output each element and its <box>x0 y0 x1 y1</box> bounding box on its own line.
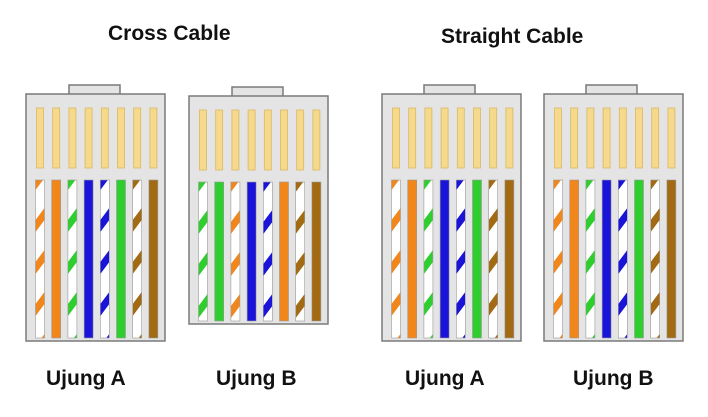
wire-outline-4 <box>246 181 257 322</box>
rj45-connector-4 <box>543 84 684 342</box>
wire-outline-2 <box>214 181 224 322</box>
brown-wire-8 <box>148 180 158 338</box>
blue-wire-4 <box>602 180 612 338</box>
blue-wire-4 <box>440 180 450 338</box>
wire-outline-2 <box>51 179 62 339</box>
connector-body <box>25 93 166 342</box>
green-wire-6 <box>472 180 482 338</box>
green-wire-2 <box>214 182 224 321</box>
orange-wire-2 <box>51 180 61 338</box>
wire-outline-7 <box>650 179 661 339</box>
green-wire-6 <box>116 180 126 338</box>
wire-outline-4 <box>439 179 450 339</box>
gold-pin-4 <box>602 107 611 169</box>
straight-ujung-b-label: Ujung B <box>573 367 654 390</box>
wire-outline-1 <box>391 179 401 339</box>
wire-outline-6 <box>472 179 482 339</box>
connector-body <box>188 95 329 325</box>
straight-cable-title: Straight Cable <box>441 25 584 48</box>
wire-outline-8 <box>504 179 515 339</box>
gold-pin-6 <box>635 107 643 169</box>
gold-pin-4 <box>247 109 256 171</box>
gold-pin-7 <box>296 109 305 171</box>
wire-outline-5 <box>262 181 273 322</box>
wire-outline-1 <box>553 179 563 339</box>
gold-pin-2 <box>52 107 61 169</box>
gold-pin-6 <box>117 107 125 169</box>
gold-pin-3 <box>424 107 433 169</box>
orange-wire-6 <box>279 182 289 321</box>
wire-outline-7 <box>132 179 142 339</box>
wire-outline-5 <box>617 179 628 339</box>
gold-pin-8 <box>505 107 514 169</box>
gold-pin-1 <box>392 107 400 169</box>
cross-ujung-a-label: Ujung A <box>46 367 126 390</box>
wire-outline-5 <box>455 179 466 339</box>
gold-pin-7 <box>651 107 660 169</box>
connector-body <box>381 93 522 342</box>
wire-outline-1 <box>198 181 208 322</box>
orange-wire-2 <box>407 180 417 338</box>
brown-wire-8 <box>504 180 514 338</box>
brown-wire-8 <box>311 182 321 321</box>
wire-outline-8 <box>148 179 159 339</box>
wire-outline-7 <box>488 179 499 339</box>
gold-pin-1 <box>36 107 44 169</box>
brown-wire-8 <box>666 180 676 338</box>
gold-pin-8 <box>149 107 158 169</box>
gold-pin-5 <box>456 107 465 169</box>
gold-pin-7 <box>489 107 498 169</box>
wire-outline-6 <box>116 179 126 339</box>
gold-pin-6 <box>473 107 481 169</box>
gold-pin-5 <box>263 109 272 171</box>
gold-pin-2 <box>570 107 579 169</box>
cross-cable-title: Cross Cable <box>108 22 231 45</box>
wire-outline-8 <box>666 179 677 339</box>
wire-outline-2 <box>407 179 418 339</box>
connector-body <box>543 93 684 342</box>
rj45-connector-1 <box>25 84 166 342</box>
gold-pin-2 <box>215 109 224 171</box>
gold-pin-1 <box>554 107 562 169</box>
wire-outline-3 <box>67 179 78 339</box>
wire-outline-4 <box>83 179 94 339</box>
gold-pin-4 <box>440 107 449 169</box>
orange-wire-2 <box>569 180 579 338</box>
gold-pin-2 <box>408 107 417 169</box>
gold-pin-5 <box>618 107 627 169</box>
gold-pin-6 <box>280 109 288 171</box>
gold-pin-3 <box>586 107 595 169</box>
wire-outline-3 <box>423 179 434 339</box>
gold-pin-8 <box>667 107 676 169</box>
wire-outline-3 <box>230 181 241 322</box>
gold-pin-7 <box>133 107 142 169</box>
straight-ujung-a-label: Ujung A <box>405 367 485 390</box>
gold-pin-1 <box>199 109 207 171</box>
wire-outline-1 <box>35 179 45 339</box>
wire-outline-2 <box>569 179 580 339</box>
blue-wire-4 <box>247 182 257 321</box>
wire-outline-4 <box>601 179 612 339</box>
wire-outline-5 <box>100 179 110 339</box>
gold-pin-5 <box>100 107 109 169</box>
blue-wire-4 <box>84 180 94 338</box>
rj45-connector-2 <box>188 86 329 325</box>
rj45-connector-3 <box>381 84 522 342</box>
green-wire-6 <box>634 180 644 338</box>
wire-outline-3 <box>585 179 596 339</box>
wire-outline-7 <box>295 181 306 322</box>
gold-pin-3 <box>68 107 77 169</box>
gold-pin-3 <box>231 109 240 171</box>
wire-outline-6 <box>634 179 644 339</box>
gold-pin-8 <box>312 109 321 171</box>
gold-pin-4 <box>84 107 93 169</box>
cross-ujung-b-label: Ujung B <box>216 367 297 390</box>
wire-outline-8 <box>311 181 322 322</box>
wire-outline-6 <box>279 181 289 322</box>
